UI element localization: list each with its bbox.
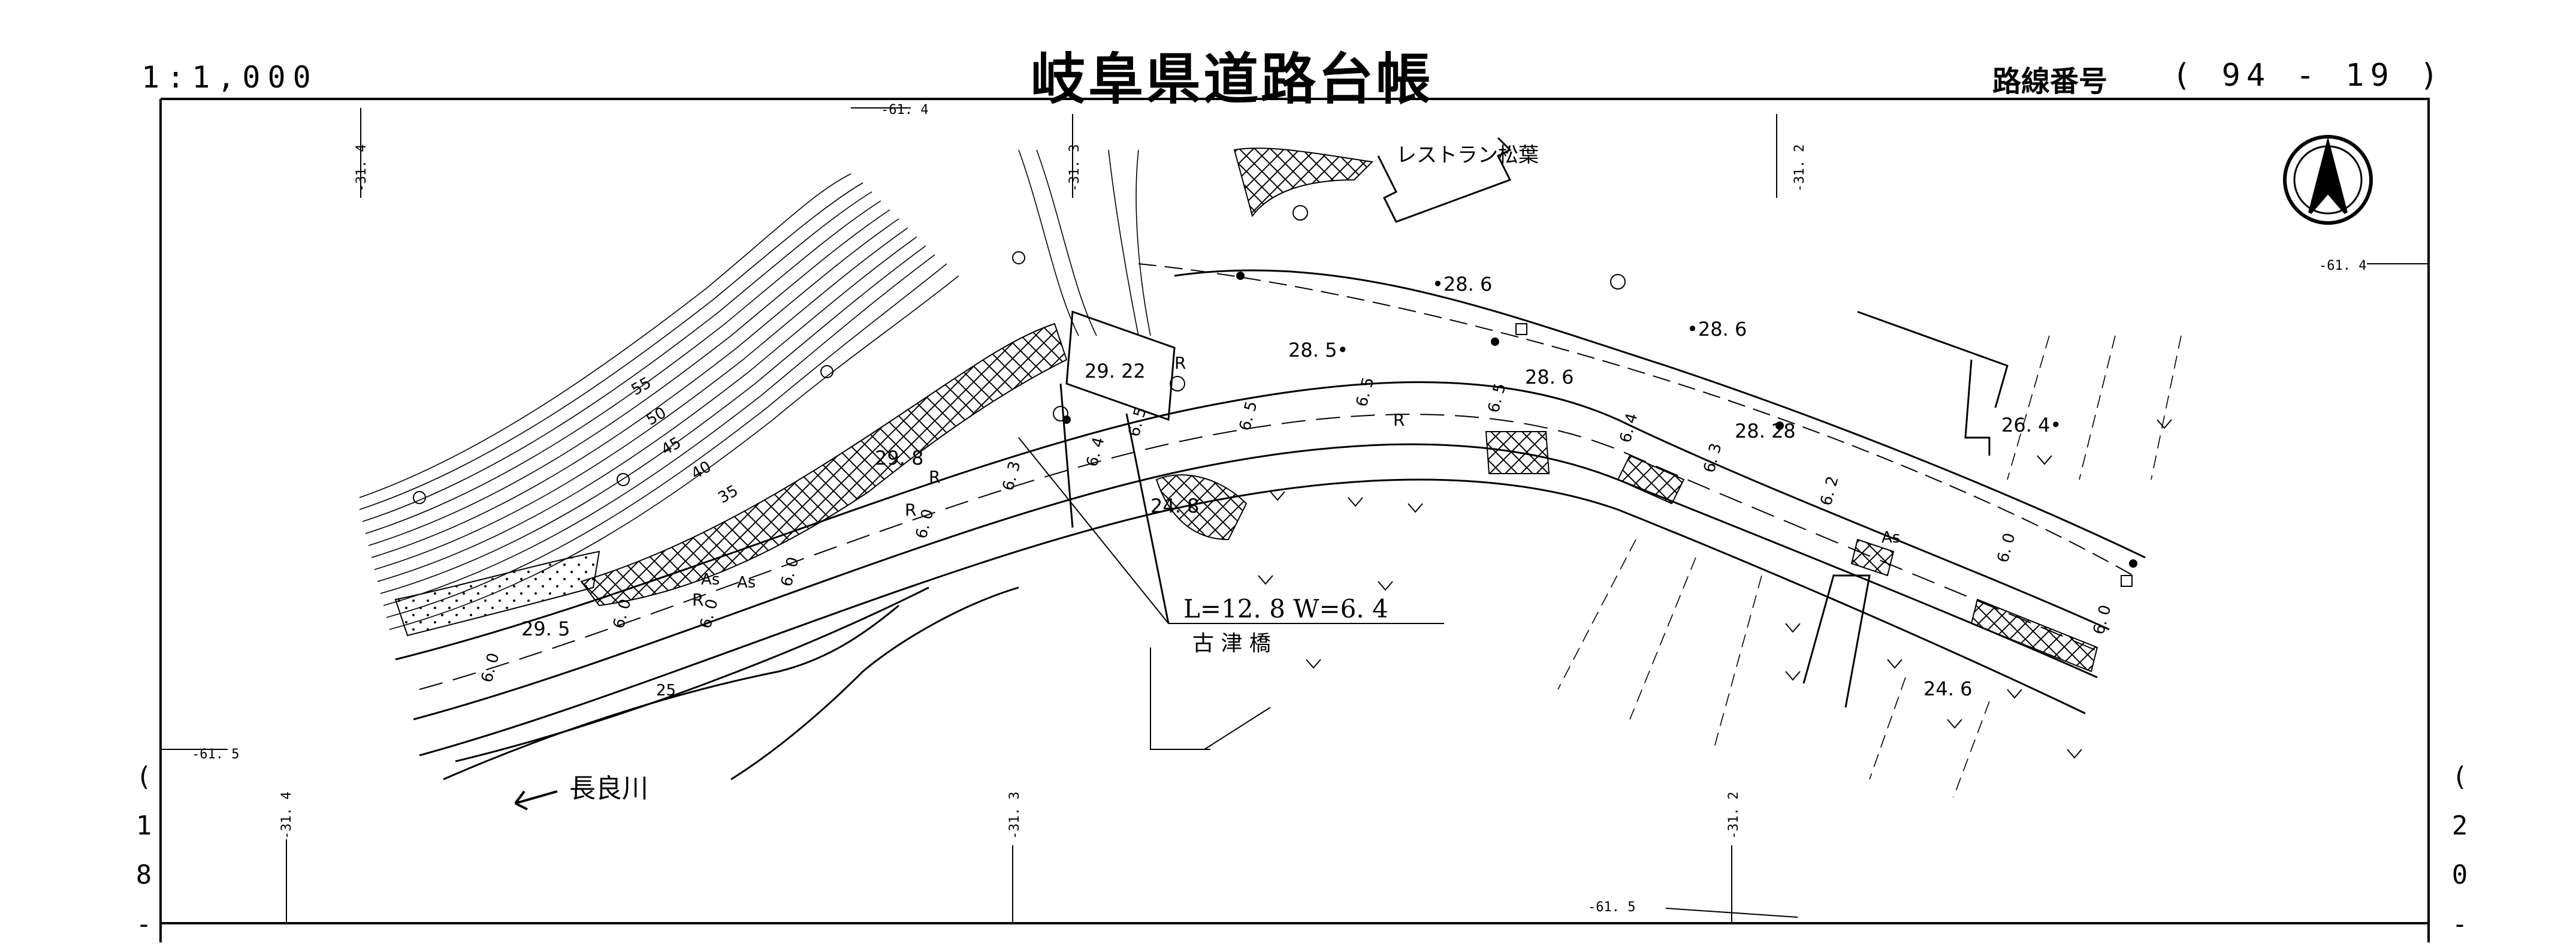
elevation-label: 26. 4• bbox=[2001, 414, 2061, 436]
utility-symbols bbox=[413, 205, 2133, 587]
restaurant-building bbox=[1377, 137, 1512, 223]
grid-label: -31. 3 bbox=[1067, 144, 1082, 192]
scale-label: 1:1,000 bbox=[141, 60, 318, 95]
contour-label: 50 bbox=[644, 404, 670, 430]
curb-label: R bbox=[905, 500, 916, 520]
road-patch-3 bbox=[1850, 538, 1895, 577]
surface-label: As bbox=[1882, 529, 1900, 547]
grid-label: -31. 2 bbox=[1792, 144, 1807, 192]
grid-label: -61. 5 bbox=[192, 747, 239, 762]
field-boundaries bbox=[1557, 335, 2182, 798]
north-arrow-icon bbox=[2283, 135, 2373, 225]
road-edge bbox=[1174, 269, 2146, 559]
road-width-label: 6. 4 bbox=[1617, 411, 1642, 445]
elevation-label: 24. 6 bbox=[1923, 677, 1972, 700]
bridge bbox=[1059, 310, 1444, 624]
road-width-label: 6. 4 bbox=[1083, 435, 1109, 469]
surface-label: As bbox=[737, 574, 756, 592]
vegetation-marks bbox=[1258, 419, 2172, 759]
contour-label: 35 bbox=[715, 482, 742, 508]
contour-lines bbox=[359, 149, 1151, 630]
leader-lines bbox=[1018, 437, 1271, 750]
elevation-label: 28. 28 bbox=[1735, 420, 1796, 442]
road-width-label: 6. 0 bbox=[1994, 531, 2019, 565]
map-title: 岐阜県道路台帳 bbox=[1031, 47, 1434, 112]
road-width-label: 6. 0 bbox=[478, 651, 503, 685]
contour-label: 25 bbox=[656, 682, 676, 700]
elevation-label: 29. 22 bbox=[1085, 360, 1146, 382]
elevation-label: •28. 6 bbox=[1687, 318, 1747, 341]
map-frame bbox=[159, 98, 2430, 942]
grid-label: -61. 4 bbox=[2319, 258, 2366, 273]
road-width-label: 6. 5 bbox=[1125, 405, 1150, 439]
river-banks bbox=[443, 311, 2009, 781]
grid-label: -61. 4 bbox=[881, 103, 928, 118]
road-width-label: 6. 3 bbox=[1701, 441, 1726, 475]
grid-label: -61. 5 bbox=[1588, 900, 1635, 915]
embankment-north bbox=[580, 323, 1068, 607]
river-label: 長良川 bbox=[569, 773, 648, 804]
grid-label: -31. 4 bbox=[279, 792, 294, 839]
road-width-label: 6. 3 bbox=[999, 459, 1025, 493]
river-arrow-icon bbox=[514, 790, 558, 811]
survey-marks bbox=[1062, 272, 2137, 568]
elevation-label: 24. 8 bbox=[1150, 495, 1199, 517]
restaurant-label: レストラン松葉 bbox=[1396, 143, 1539, 167]
contour-label: 40 bbox=[688, 458, 715, 484]
embankment-upper bbox=[1233, 147, 1374, 218]
grid-label: -31. 4 bbox=[354, 144, 369, 192]
grid-label: -31. 2 bbox=[1726, 792, 1741, 839]
elevation-label: 28. 6 bbox=[1525, 366, 1574, 388]
surface-label: As bbox=[701, 571, 720, 589]
elevation-label: 28. 5• bbox=[1288, 339, 1348, 361]
road-width-label: 6. 0 bbox=[2090, 603, 2115, 637]
bridge-dimensions: L=12. 8 W=6. 4 bbox=[1183, 594, 1388, 623]
route-number-label: 路線番号 bbox=[1992, 65, 2108, 98]
road-patch-4 bbox=[1970, 598, 2098, 673]
bridge-name: 古 津 橋 bbox=[1192, 631, 1271, 656]
grid-label: -31. 3 bbox=[1007, 792, 1022, 839]
elevation-label: 29. 8 bbox=[875, 447, 923, 469]
curb-label: R bbox=[1393, 410, 1405, 430]
curb-label: R bbox=[1174, 353, 1186, 373]
road-width-label: 6. 0 bbox=[778, 555, 803, 589]
route-number-value: ( 94 - 19 ) bbox=[2172, 58, 2445, 94]
curb-label: R bbox=[929, 467, 940, 487]
road-patch-2 bbox=[1617, 454, 1685, 505]
curb-label: R bbox=[692, 590, 703, 610]
elevation-label: 29. 5 bbox=[521, 617, 570, 640]
elevation-label: •28. 6 bbox=[1432, 273, 1492, 296]
road-width-label: 6. 2 bbox=[1817, 474, 1843, 508]
road-centerline bbox=[419, 414, 2104, 690]
road-width-label: 6. 5 bbox=[1353, 375, 1378, 409]
dotted-shoulder bbox=[394, 550, 600, 637]
grid-ticks bbox=[161, 107, 2429, 923]
